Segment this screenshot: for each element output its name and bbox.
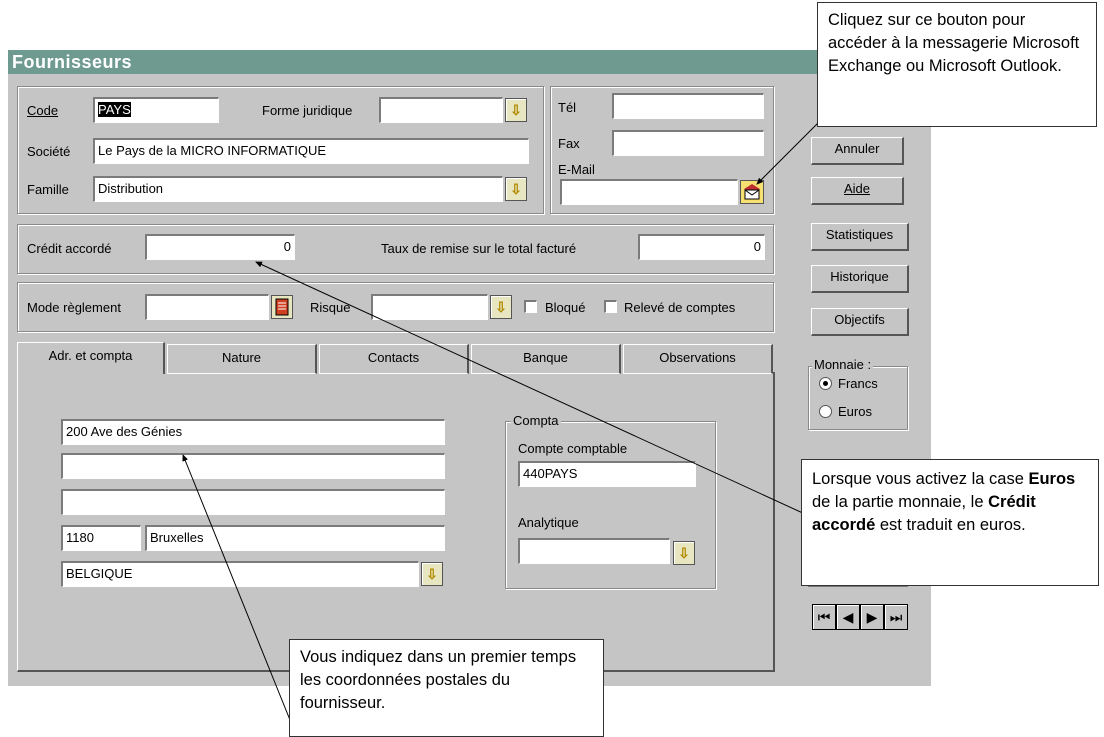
tab-label: Adr. et compta <box>48 348 133 363</box>
contact-group <box>550 86 774 214</box>
releve-comptes-label: Relevé de comptes <box>624 300 736 315</box>
fax-label: Fax <box>558 136 580 151</box>
hidden-control <box>808 586 908 600</box>
email-label: E-Mail <box>558 162 595 177</box>
risque-dropdown-icon[interactable]: ⇩ <box>490 295 512 319</box>
postal-code-field[interactable]: 1180 <box>61 525 141 551</box>
societe-field[interactable]: Le Pays de la MICRO INFORMATIQUE <box>93 138 529 164</box>
compta-group-label: Compta <box>511 412 561 430</box>
identification-group <box>17 86 544 214</box>
analytique-field[interactable] <box>518 538 670 564</box>
callout-euros: Lorsque vous activez la case Euros de la… <box>801 459 1099 586</box>
credit-accorde-label: Crédit accordé <box>27 241 112 256</box>
tab-label: Banque <box>523 350 568 365</box>
pointer-line <box>756 122 819 185</box>
mode-reglement-label: Mode règlement <box>27 300 121 315</box>
tab-adr-compta[interactable]: Adr. et compta <box>17 342 165 374</box>
monnaie-label: Monnaie : <box>812 356 874 374</box>
compte-comptable-label: Compte comptable <box>518 441 628 456</box>
code-label: Code <box>27 103 59 118</box>
credit-group <box>17 224 774 274</box>
window-title: Fournisseurs <box>8 50 931 74</box>
country-dropdown-icon[interactable]: ⇩ <box>421 562 443 586</box>
callout-bold: Euros <box>1028 470 1076 488</box>
previous-record-icon[interactable]: ◀ <box>836 604 860 630</box>
taux-remise-label: Taux de remise sur le total facturé <box>381 241 577 256</box>
societe-label: Société <box>27 144 71 159</box>
tel-label: Tél <box>558 100 577 115</box>
callout-text: est traduit en euros. <box>875 516 1026 534</box>
email-field[interactable] <box>560 179 738 205</box>
pointer-line <box>255 261 819 521</box>
historique-button[interactable]: Historique <box>811 265 909 293</box>
first-record-icon[interactable]: ⏮ <box>812 604 836 630</box>
tab-nature[interactable]: Nature <box>167 344 317 374</box>
euros-label: Euros <box>838 404 872 419</box>
list-icon <box>275 298 289 316</box>
risque-field[interactable] <box>371 294 488 320</box>
address-line3-field[interactable] <box>61 489 445 515</box>
callout-text: Lorsque vous activez la case <box>812 470 1029 488</box>
analytique-dropdown-icon[interactable]: ⇩ <box>673 541 695 565</box>
next-record-icon[interactable]: ▶ <box>860 604 884 630</box>
code-value: PAYS <box>98 102 131 117</box>
statistiques-button[interactable]: Statistiques <box>811 223 909 251</box>
objectifs-button[interactable]: Objectifs <box>811 308 909 336</box>
forme-juridique-dropdown-icon[interactable]: ⇩ <box>505 98 527 122</box>
mode-reglement-field[interactable] <box>145 294 269 320</box>
pointer-line <box>182 454 291 721</box>
euros-radio[interactable] <box>819 405 832 418</box>
fax-field[interactable] <box>612 130 764 156</box>
tab-label: Observations <box>659 350 736 365</box>
country-field[interactable]: BELGIQUE <box>61 561 419 587</box>
mode-reglement-list-button[interactable] <box>271 295 293 319</box>
tab-label: Contacts <box>367 350 420 365</box>
address-line2-field[interactable] <box>61 453 445 479</box>
annuler-button[interactable]: Annuler <box>811 137 904 165</box>
callout-bold: Crédit accordé <box>812 493 1036 534</box>
tab-observations[interactable]: Observations <box>623 344 773 374</box>
compte-comptable-field[interactable]: 440PAYS <box>518 461 696 487</box>
callout-text: de la partie monnaie, le <box>812 493 989 511</box>
taux-remise-field[interactable]: 0 <box>638 234 765 260</box>
famille-label: Famille <box>27 182 69 197</box>
code-field[interactable]: PAYS <box>93 97 219 123</box>
famille-dropdown-icon[interactable]: ⇩ <box>505 177 527 201</box>
risque-label: Risque <box>310 300 351 315</box>
last-record-icon[interactable]: ⏭ <box>884 604 908 630</box>
releve-comptes-checkbox[interactable] <box>604 300 617 313</box>
city-field[interactable]: Bruxelles <box>145 525 445 551</box>
francs-radio[interactable] <box>819 377 832 390</box>
tab-banque[interactable]: Banque <box>471 344 621 374</box>
forme-juridique-label: Forme juridique <box>262 103 353 118</box>
forme-juridique-field[interactable] <box>379 97 503 123</box>
compta-group <box>505 421 716 589</box>
reglement-group <box>17 282 774 332</box>
tab-label: Nature <box>221 350 262 365</box>
callout-address: Vous indiquez dans un premier temps les … <box>289 639 604 737</box>
address-line1-field[interactable]: 200 Ave des Génies <box>61 419 445 445</box>
callout-email: Cliquez sur ce bouton pour accéder à la … <box>817 2 1097 127</box>
mail-send-button[interactable] <box>740 180 764 204</box>
analytique-label: Analytique <box>518 515 579 530</box>
aide-button[interactable]: Aide <box>811 177 904 205</box>
tel-field[interactable] <box>612 93 764 119</box>
bloque-label: Bloqué <box>545 300 586 315</box>
mail-icon <box>744 184 760 200</box>
francs-label: Francs <box>838 376 878 391</box>
famille-field[interactable]: Distribution <box>93 176 503 202</box>
bloque-checkbox[interactable] <box>524 300 537 313</box>
credit-accorde-field[interactable]: 0 <box>145 234 295 260</box>
